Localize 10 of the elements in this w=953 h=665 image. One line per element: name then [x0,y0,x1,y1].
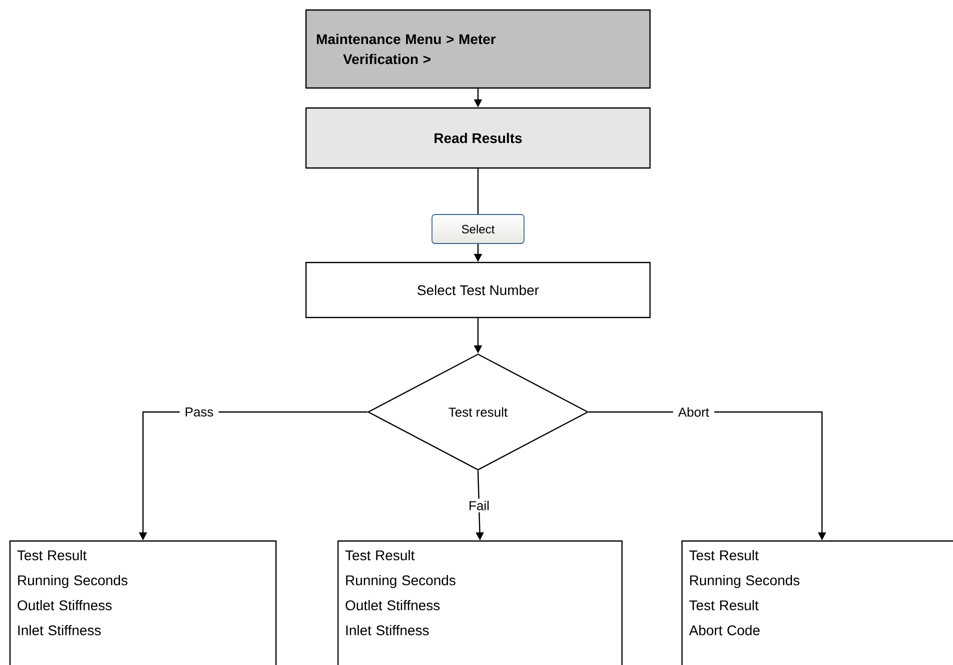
result-box: Test Result Running Seconds Outlet Stiffness Inlet Stiffness [337,540,623,665]
edge-label: Pass [180,405,219,419]
menu-box: Maintenance Menu > Meter Verification > [305,9,651,89]
select-button: Select [432,214,524,244]
edge-label: Fail [464,498,494,512]
result-box: Test Result Running Seconds Test Result Abort Code [681,540,953,665]
result-box: Test Result Running Seconds Outlet Stiffness Inlet Stiffness [9,540,277,665]
process-box: Read Results [305,107,651,169]
edge-label: Abort [673,405,714,419]
process-box: Select Test Number [305,262,651,318]
